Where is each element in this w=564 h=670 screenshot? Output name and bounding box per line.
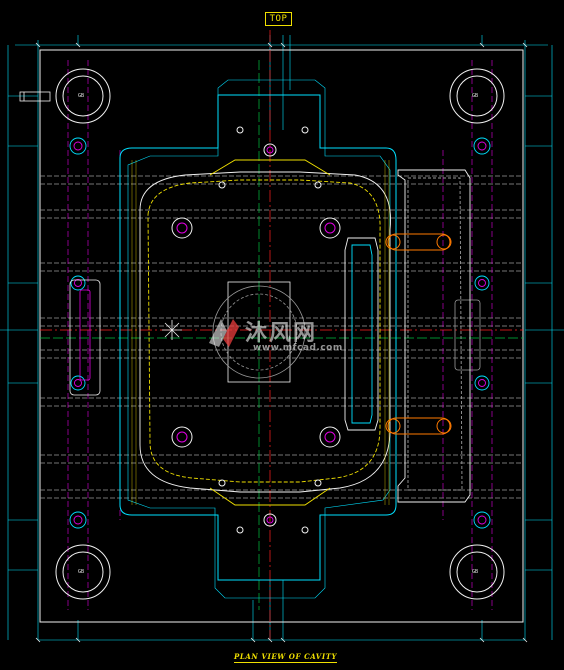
dimension-lines: [0, 35, 564, 641]
cavity-insert: [139, 159, 392, 506]
guide-pillars: [55, 68, 505, 600]
watermark-url: www.mfcad.com: [253, 343, 343, 353]
side-blocks: [69, 279, 481, 396]
side-slider: [344, 169, 471, 503]
gate-marker: [162, 320, 182, 340]
mold-plate: [39, 49, 524, 623]
dimension-ticks: [35, 42, 528, 643]
watermark: 沐风网 www.mfcad.com: [205, 313, 365, 359]
view-tag: TOP: [265, 12, 292, 26]
cavity-holes: [171, 126, 341, 534]
guide-bush-label-bottom-right: GB: [472, 569, 479, 575]
angle-pins: [385, 233, 452, 435]
cavity-rib-lines: [131, 160, 390, 505]
locating-bolt: [19, 91, 51, 102]
guide-bush-label-bottom-left: GB: [78, 569, 85, 575]
guide-bush-label-top-right: GB: [472, 93, 479, 99]
cavity-outline: [119, 79, 397, 599]
return-pins: [69, 137, 491, 529]
watermark-text: 沐风网: [245, 321, 318, 346]
guide-bush-label-top-left: GB: [78, 93, 85, 99]
watermark-logo-icon: [209, 319, 239, 347]
drawing-caption: PLAN VIEW OF CAVITY: [234, 652, 338, 663]
